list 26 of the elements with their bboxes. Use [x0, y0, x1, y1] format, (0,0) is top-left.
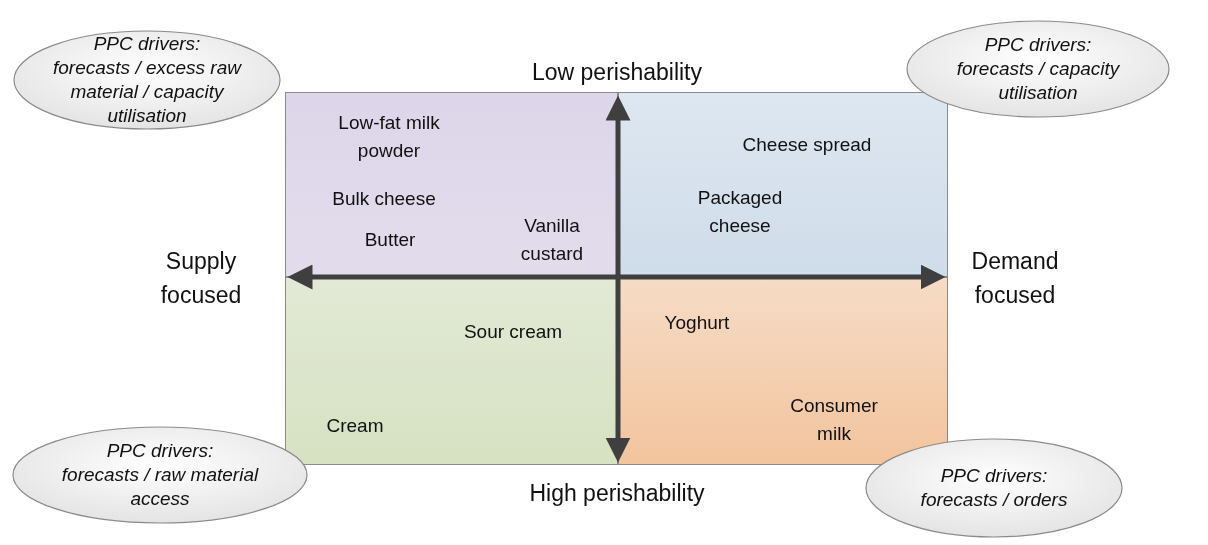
- product-label: Sour cream: [462, 320, 564, 344]
- callout-text: forecasts / raw material access: [60, 463, 260, 511]
- callout-ellipse: [865, 438, 1123, 538]
- callout-ellipse: [906, 20, 1170, 118]
- product-label: Low-fat milk powder: [337, 111, 441, 163]
- callout-heading: PPC drivers:: [984, 33, 1092, 57]
- callout-text: forecasts / excess raw material / capacity utilisation: [52, 56, 243, 128]
- callout-text: forecasts / capacity utilisation: [955, 57, 1121, 105]
- product-label: Consumer milk: [789, 394, 879, 446]
- product-label: Bulk cheese: [331, 187, 437, 211]
- product-label: Vanilla custard: [519, 214, 585, 266]
- callout-heading: PPC drivers:: [106, 439, 214, 463]
- product-label: Yoghurt: [663, 311, 731, 335]
- product-label: Cheese spread: [741, 133, 873, 157]
- callout-ellipse: [13, 30, 281, 130]
- callout-text: forecasts / orders: [920, 488, 1068, 512]
- axis-label: High perishability: [529, 479, 705, 508]
- axis-label: Supply focused: [159, 247, 243, 310]
- axis-label: Low perishability: [532, 58, 702, 87]
- callout-heading: PPC drivers:: [93, 32, 201, 56]
- product-label: Cream: [325, 414, 385, 438]
- product-label: Butter: [363, 228, 417, 252]
- callout-heading: PPC drivers:: [940, 464, 1048, 488]
- callout-ellipse: [12, 426, 308, 524]
- product-label: Packaged cheese: [696, 186, 784, 238]
- axis-label: Demand focused: [970, 247, 1060, 310]
